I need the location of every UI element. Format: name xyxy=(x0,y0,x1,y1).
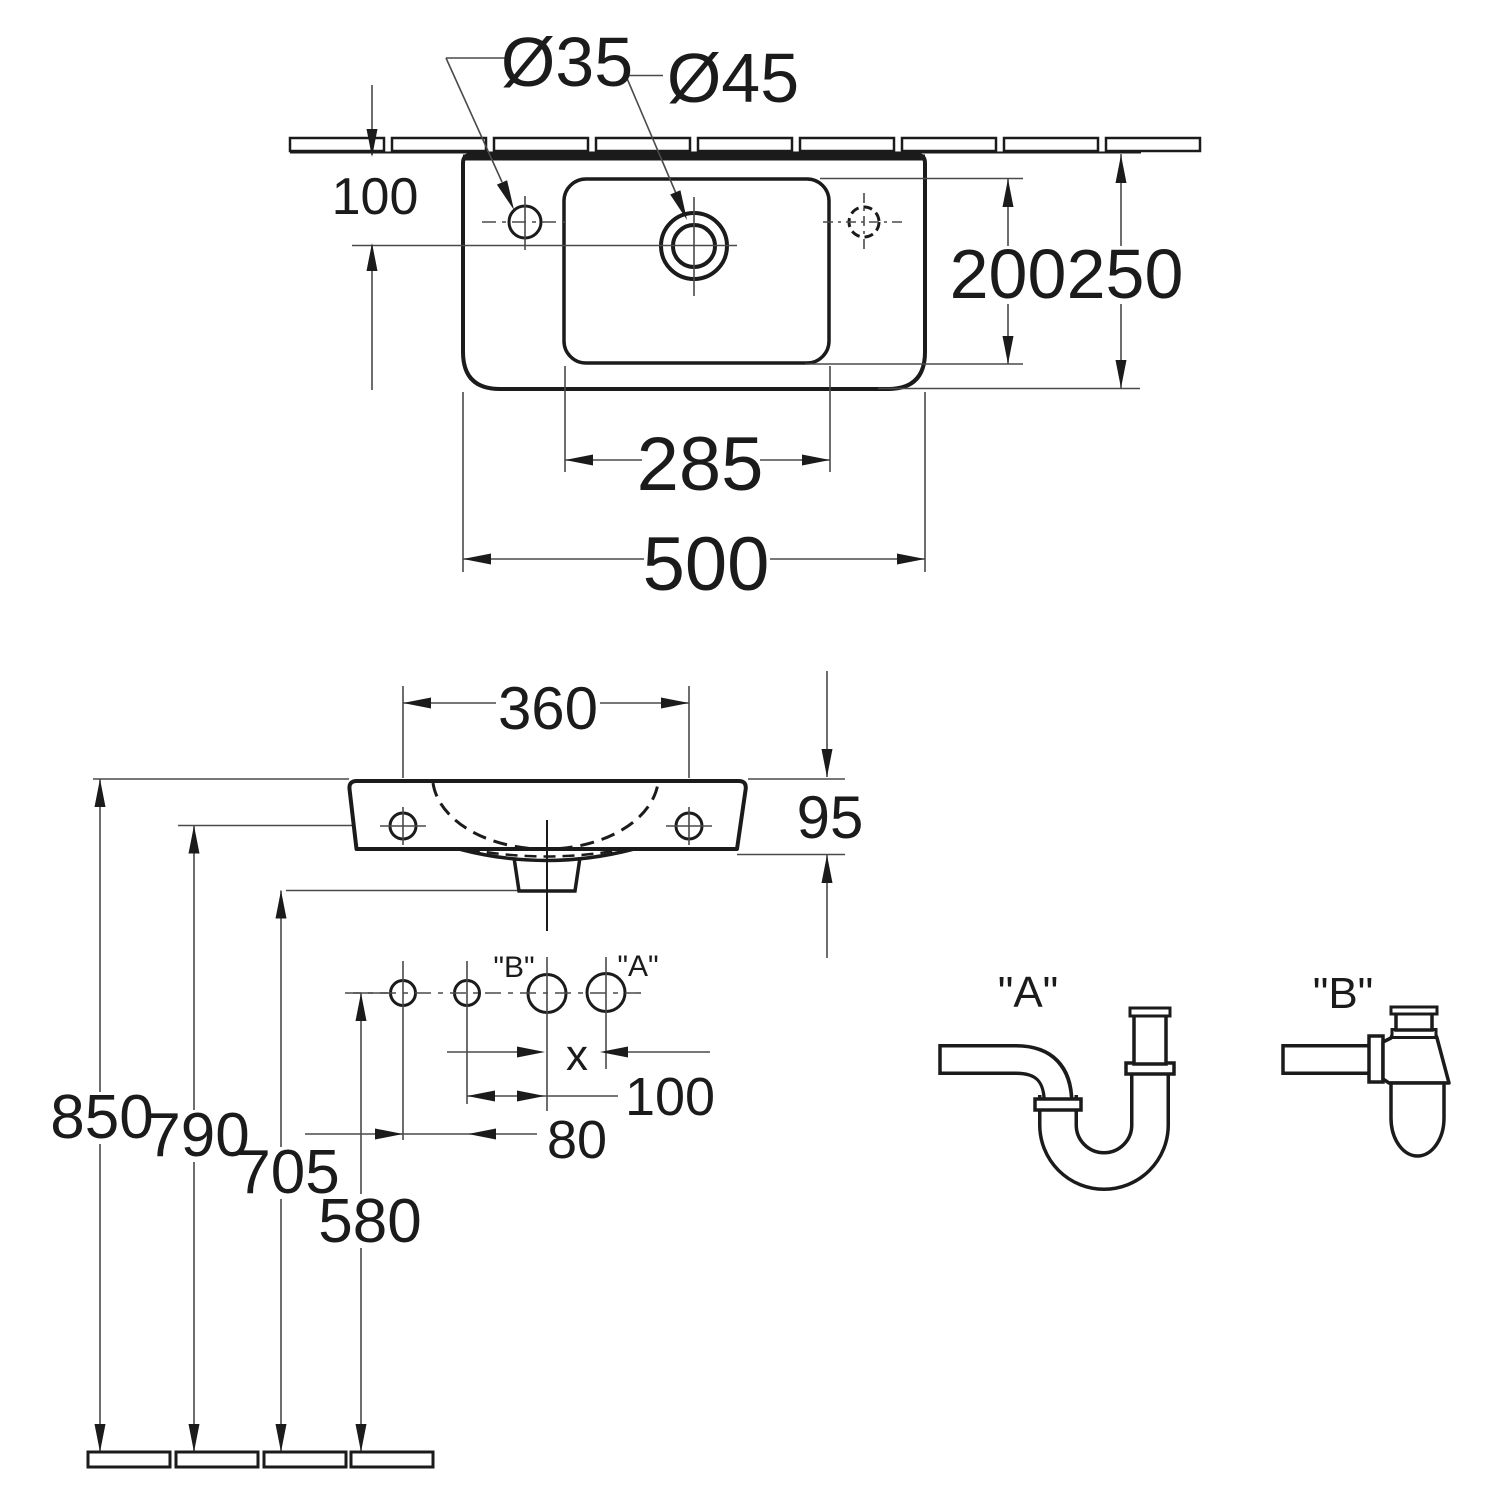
bowl-hidden-edge xyxy=(431,782,660,851)
outlet-height-label: 705 xyxy=(236,1138,339,1207)
wall-offset-label: 100 xyxy=(332,168,419,226)
rough-in-holes xyxy=(345,957,648,1140)
dim-offset-80 xyxy=(305,1128,537,1140)
dim-wall-offset xyxy=(366,85,378,390)
trap-a-detail: "A" xyxy=(938,968,1176,1191)
trap-b-label: "B" xyxy=(1313,969,1374,1018)
tap-hole-diameter-label: Ø35 xyxy=(501,23,633,101)
trap-b-inlet-flange xyxy=(1389,1005,1439,1016)
offset-80-label: 80 xyxy=(547,1110,607,1170)
bowl-depth-label: 200 xyxy=(950,235,1067,313)
trap-offset-label: x xyxy=(566,1031,588,1080)
front-view: 360 95 xyxy=(93,671,864,994)
bowl-width-label: 285 xyxy=(637,422,764,507)
trap-a-coupling-nut xyxy=(1033,1097,1083,1112)
ref-trap-b-label: "B" xyxy=(493,951,534,984)
trap-b-detail: "B" xyxy=(1281,969,1451,1158)
trap-b-inlet-pipe xyxy=(1394,1011,1434,1032)
leader-tap-hole xyxy=(445,57,514,210)
basin-outline-front xyxy=(347,779,748,851)
dim-offset-100 xyxy=(467,1090,618,1102)
trap-b-cup xyxy=(1389,1081,1446,1158)
body-height-label: 95 xyxy=(797,784,864,851)
trap-b-coupling-nut xyxy=(1367,1034,1385,1084)
waste-height-label: 580 xyxy=(318,1187,421,1256)
wall-line xyxy=(288,136,1202,154)
top-view: Ø35 Ø45 100 200 250 285 500 xyxy=(288,23,1202,607)
total-depth-label: 250 xyxy=(1067,235,1184,313)
total-width-label: 500 xyxy=(643,522,770,607)
drain-diameter-label: Ø45 xyxy=(667,39,799,117)
trap-a-label: "A" xyxy=(998,968,1059,1017)
ref-trap-a-label: "A" xyxy=(617,950,658,983)
offset-100-label: 100 xyxy=(625,1067,715,1127)
installation-view: 850 790 705 580 x 100 80 "B" "A" xyxy=(50,779,715,1469)
leader-drain-hole xyxy=(624,74,687,220)
dim-trap-offset xyxy=(447,1046,710,1058)
fixing-height-label: 790 xyxy=(146,1101,249,1170)
trap-a-tailpiece xyxy=(1132,1012,1168,1066)
trap-a-tailpiece-flange xyxy=(1128,1006,1172,1018)
floor-line xyxy=(86,1450,435,1469)
fixing-centers-label: 360 xyxy=(498,675,598,742)
dim-body-height xyxy=(821,671,833,958)
rim-height-label: 850 xyxy=(50,1083,153,1152)
